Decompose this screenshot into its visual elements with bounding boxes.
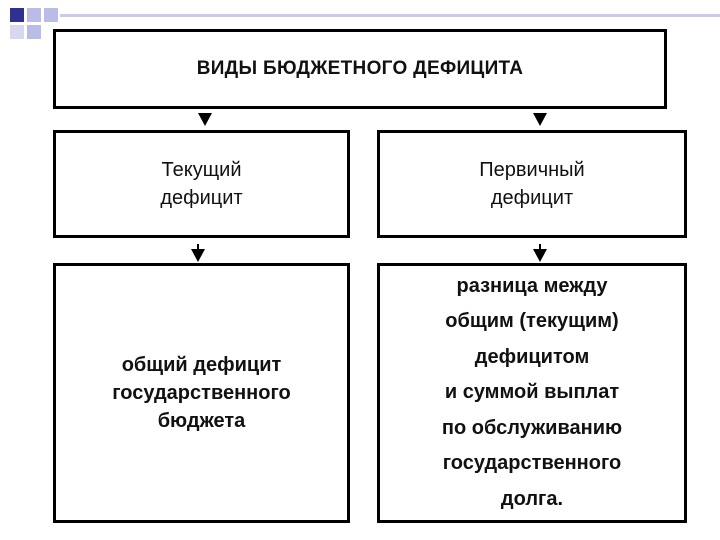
deficit-definition-box: разница между общим (текущим) дефицитом … bbox=[377, 263, 687, 523]
deficit-type-name: Первичный дефицит bbox=[479, 159, 585, 209]
decor-top-line bbox=[60, 14, 720, 17]
arrow-down-icon bbox=[533, 244, 547, 262]
decor-square-light bbox=[27, 25, 41, 39]
decor-square-light bbox=[27, 8, 41, 22]
deficit-type-box: Первичный дефицит bbox=[377, 130, 687, 238]
deficit-definition: разница между общим (текущим) дефицитом … bbox=[441, 274, 623, 510]
decor-square-light bbox=[10, 25, 24, 39]
deficit-type-name: Текущий дефицит bbox=[160, 159, 243, 209]
diagram-title-box: ВИДЫ БЮДЖЕТНОГО ДЕФИЦИТА bbox=[53, 29, 667, 109]
diagram-title: ВИДЫ БЮДЖЕТНОГО ДЕФИЦИТА bbox=[196, 58, 524, 79]
deficit-type-box: Текущий дефицит bbox=[53, 130, 350, 238]
deficit-definition-box: общий дефицит государственного бюджета bbox=[53, 263, 350, 523]
arrow-down-icon bbox=[198, 113, 212, 126]
decor-square-light bbox=[44, 8, 58, 22]
decor-square-dark bbox=[10, 8, 24, 22]
arrow-down-icon bbox=[533, 113, 547, 126]
arrow-down-icon bbox=[191, 244, 205, 262]
deficit-definition: общий дефицит государственного бюджета bbox=[112, 354, 291, 432]
